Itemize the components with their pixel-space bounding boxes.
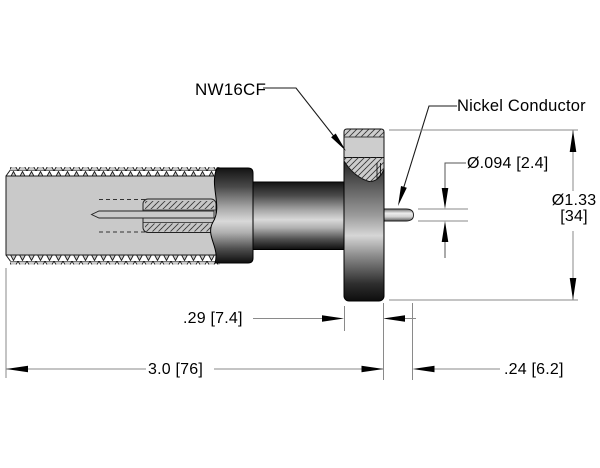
arrow-overall-right [361,365,384,373]
flange-section-hatch-strip [344,129,384,137]
shaft [252,181,346,250]
dim-text-flange-diameter: Ø1.33 [34] [546,193,600,225]
dim-text-flange-thickness: .29 [7.4] [183,310,243,327]
arrow-protrusion-left [412,365,435,373]
arrow-pin-dia-up [441,221,449,242]
label-nickel-conductor: Nickel Conductor [457,97,586,115]
arrow-pin-dia-down [441,188,449,209]
dimension-lines [5,129,578,380]
dim-text-conductor-protrusion: .24 [6.2] [504,361,564,378]
dim-text-conductor-diameter: Ø.094 [2.4] [467,155,549,172]
flange-knife-edge-detail [376,163,381,180]
dim-text-flange-diameter-in: Ø1.33 [551,192,597,209]
arrow-flange-thk-left [383,315,405,322]
arrow-overall-left [6,365,28,373]
feedthrough-assembly [5,128,414,302]
leader-nw16cf [263,87,337,140]
label-flange-type: NW16CF [195,80,267,99]
conductor-pin-internal [90,210,215,219]
arrow-flange-dia-down [569,278,577,300]
dim-pin-dia-leader [444,162,466,189]
leader-nickel-arrowhead [398,186,407,206]
dim-text-overall-length: 3.0 [76] [148,361,203,378]
arrow-flange-dia-up [569,130,577,152]
thread-band-top [10,167,220,176]
leader-nickel-conductor [401,105,457,194]
arrow-flange-thk-right [322,315,344,322]
conductor-pin [383,208,414,222]
leader-nw16cf-arrowhead [331,133,346,151]
thread-band-bottom [10,255,220,265]
body-end-cap [210,167,254,264]
insulator-hatch-top [145,201,214,209]
insulator-hatch-bottom [145,223,214,232]
flange-section-wedge-hatch [344,157,384,182]
dim-text-flange-diameter-mm: [34] [560,208,588,225]
leader-lines [263,87,457,206]
